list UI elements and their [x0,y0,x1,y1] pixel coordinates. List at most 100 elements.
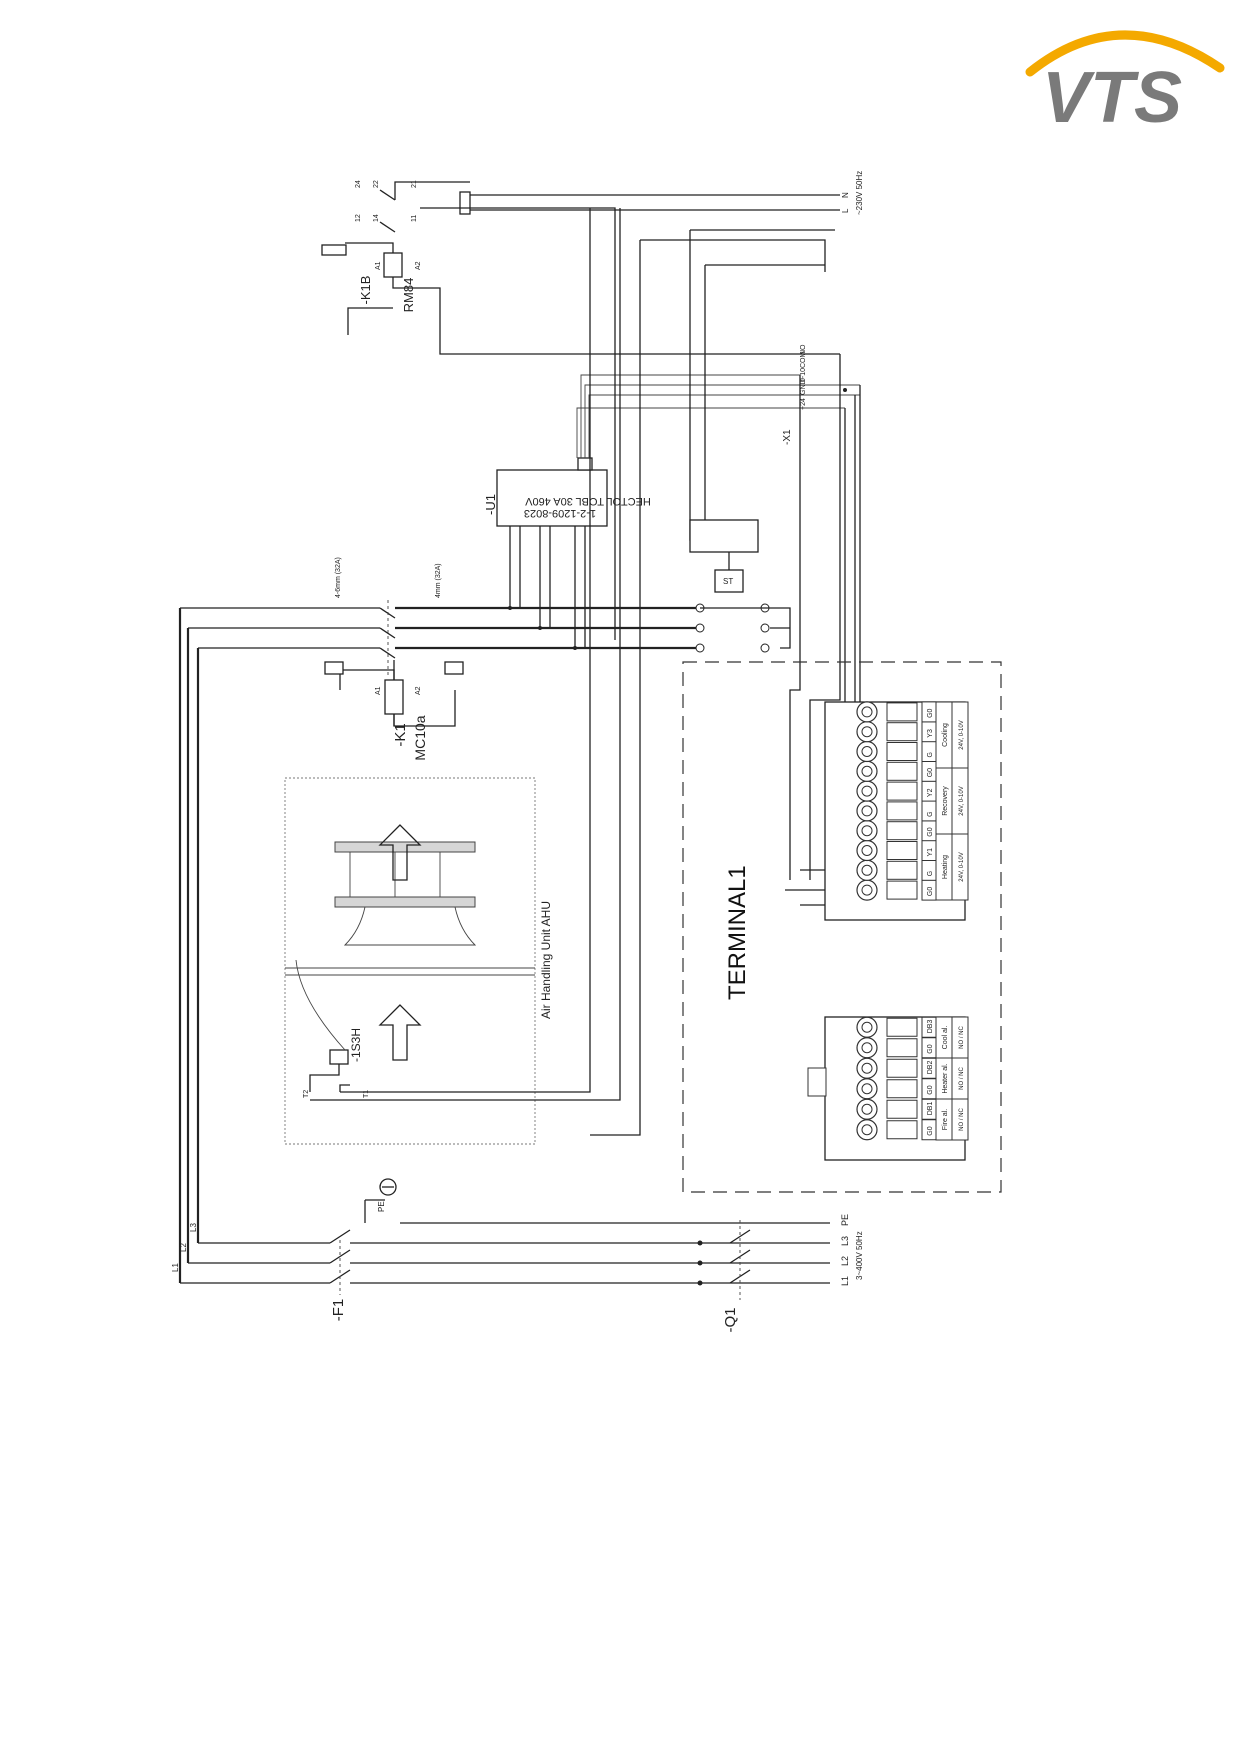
tb-alarm-clamp-3[interactable] [886,1058,918,1078]
k1b-a1: A1 [375,261,382,270]
wire-label-l1: L1 [171,1263,180,1272]
tb-analog-screw-8[interactable] [856,721,878,743]
supply-230v: ~230V 50Hz [855,171,864,215]
x1-mark-no: NO [800,344,807,355]
tb-analog-pin-label-4: G [927,811,934,816]
tb-analog-pin-label-3: G0 [927,827,934,836]
ahu-unit: Air Handling Unit AHU -1S3H T1 T2 [284,208,621,1145]
tb-alarm-pin-label-2: G0 [927,1085,934,1094]
tb-alarm-screw-2[interactable] [856,1078,878,1100]
tb-alarm-screw-head-1 [861,1103,873,1115]
supply-3phase-labels: PE L3 L2 L1 3~400V 50Hz [840,1214,864,1286]
tb-analog-screw-1[interactable] [856,859,878,881]
tb-alarm-clamp-2[interactable] [886,1079,918,1099]
tb-alarm-clamp-5[interactable] [886,1017,918,1037]
tb-analog-clamp-5[interactable] [886,781,918,801]
tb-alarm-screw-head-5 [861,1021,873,1033]
tb-alarm-clamp-0[interactable] [886,1120,918,1140]
tb-analog-clamp-6[interactable] [886,761,918,781]
u1-ref: -U1 [483,494,498,515]
tb-analog-screw-head-5 [861,785,873,797]
tb-analog-screw-head-9 [861,706,873,718]
tb-alarm-screw-1[interactable] [856,1098,878,1120]
tb-analog-screw-7[interactable] [856,740,878,763]
terminal1-title: TERMINAL1 [724,865,751,1000]
k1b-c22: 22 [373,180,380,188]
tb-analog-pin-label-1: G [927,871,934,876]
tb-analog-pin-label-7: G [927,752,934,757]
tb-alarm-screw-3[interactable] [856,1057,878,1079]
tb-analog-pin-label-6: G0 [927,768,934,777]
tb-alarm-clamp-4[interactable] [886,1038,918,1058]
tb-alarm-group-label-0: Fire al. [942,1109,949,1130]
tb-analog-clamp-1[interactable] [886,860,918,880]
tb-alarm-screw-4[interactable] [856,1037,878,1059]
thermal-t1: T1 [363,1090,370,1098]
tb-analog-screw-head-8 [861,726,873,738]
main-supply-lines [395,1222,830,1284]
control-supply-lines: N L ~230V 50Hz [420,171,864,1136]
tb-analog-group-label-2: Cooling [942,723,949,747]
tb-analog-screw-3[interactable] [856,820,878,842]
k1-coil-a1: A1 [375,686,382,695]
breaker-q1: -Q1 [697,1220,751,1333]
tb-analog-clamp-4[interactable] [886,801,918,821]
tb-alarm-screw-head-0 [861,1124,873,1136]
tb-analog-screw-head-1 [861,864,873,876]
k1-note-top: 4-6mm (32A) [335,557,342,598]
x1-ref: -X1 [782,429,793,445]
tb-analog-screw-4[interactable] [856,800,878,822]
tb-alarm-clamp-1[interactable] [886,1099,918,1119]
supply-l3: L3 [840,1236,850,1246]
tb-analog-screw-0[interactable] [856,879,878,901]
x1-mark-com: COM [800,352,807,369]
tb-analog-pin-cell-7 [921,741,937,762]
tb-analog-screw-6[interactable] [856,760,878,782]
tb-alarm-screw-5[interactable] [856,1016,878,1038]
tb-alarm-pin-label-3: DB2 [927,1061,934,1075]
supply-pe: PE [840,1214,850,1226]
k1b-c21: 21 [411,180,418,188]
tb-analog-pin-label-9: G0 [927,708,934,717]
tb-analog-screw-head-4 [861,805,873,817]
supply-n: N [841,192,850,198]
tb-analog-screw-9[interactable] [856,701,878,723]
tb-analog-clamp-0[interactable] [886,880,918,900]
tb-alarm-range-label-2: NO / NC [959,1026,965,1049]
tb-alarm-screw-head-2 [861,1083,873,1095]
tb-analog-clamp-8[interactable] [886,722,918,742]
tb-analog-screw-head-7 [861,746,873,757]
wire-label-l2: L2 [179,1243,188,1252]
supply-l2: L2 [840,1256,850,1266]
tb-alarm-group-label-1: Heater al. [942,1063,949,1093]
tb-alarm-screw-0[interactable] [856,1119,878,1141]
tb-alarm-pin-label-0: G0 [927,1126,934,1135]
tb-analog-pin-cell-1 [921,859,937,881]
tb-analog-pin-cell-4 [921,800,937,822]
vts-logo: VTS [1025,30,1225,135]
logo-arc [1025,30,1225,77]
k1-type: MC10a [412,715,428,760]
k1b-c24: 24 [355,180,362,188]
k1b-c12: 12 [355,214,362,222]
tb-analog-screw-2[interactable] [856,839,878,862]
tb-analog-clamp-3[interactable] [886,821,918,841]
wire-label-l3: L3 [189,1223,198,1232]
tb-analog-screw-5[interactable] [856,780,878,802]
tb-analog-pin-label-0: G0 [927,887,934,896]
tb-alarm-connector [807,1067,827,1097]
tb-analog-clamp-7[interactable] [886,742,918,761]
tb-analog-screw-head-0 [861,884,873,896]
supply-l1: L1 [840,1276,850,1286]
tb-analog-group-label-0: Heating [942,855,949,879]
tb-analog-pin-label-2: Y1 [927,848,934,857]
k1b-c11: 11 [411,215,418,222]
tb-analog-clamp-2[interactable] [886,841,918,860]
thermal-ref: -1S3H [349,1028,363,1062]
logo-text: VTS [1042,58,1182,135]
tb-analog-clamp-9[interactable] [886,702,918,722]
supply-l: L [841,208,850,213]
